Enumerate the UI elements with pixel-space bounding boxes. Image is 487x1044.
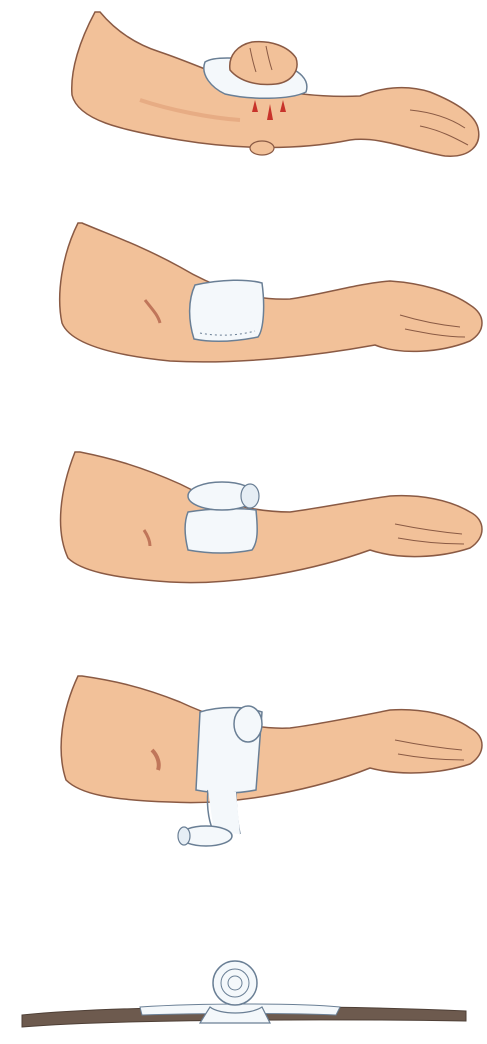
- step-5-illustration: [0, 955, 487, 1044]
- bandage-roll-icon: [200, 961, 270, 1023]
- step-4-illustration: [0, 640, 487, 870]
- step-3-illustration: [0, 430, 487, 620]
- hand-pressing-icon: [230, 42, 297, 85]
- arm-icon: [61, 676, 482, 803]
- step-1-panel: [0, 0, 487, 200]
- step-1-illustration: [0, 0, 487, 200]
- step-2-illustration: [0, 205, 487, 400]
- step-3-panel: [0, 430, 487, 620]
- step-2-panel: [0, 205, 487, 400]
- rolled-pad-icon: [185, 482, 259, 553]
- gauze-pad-icon: [190, 280, 264, 341]
- step-5-panel: [0, 955, 487, 1044]
- arm-icon: [60, 223, 482, 362]
- arm-icon: [61, 452, 482, 583]
- step-4-panel: [0, 640, 487, 870]
